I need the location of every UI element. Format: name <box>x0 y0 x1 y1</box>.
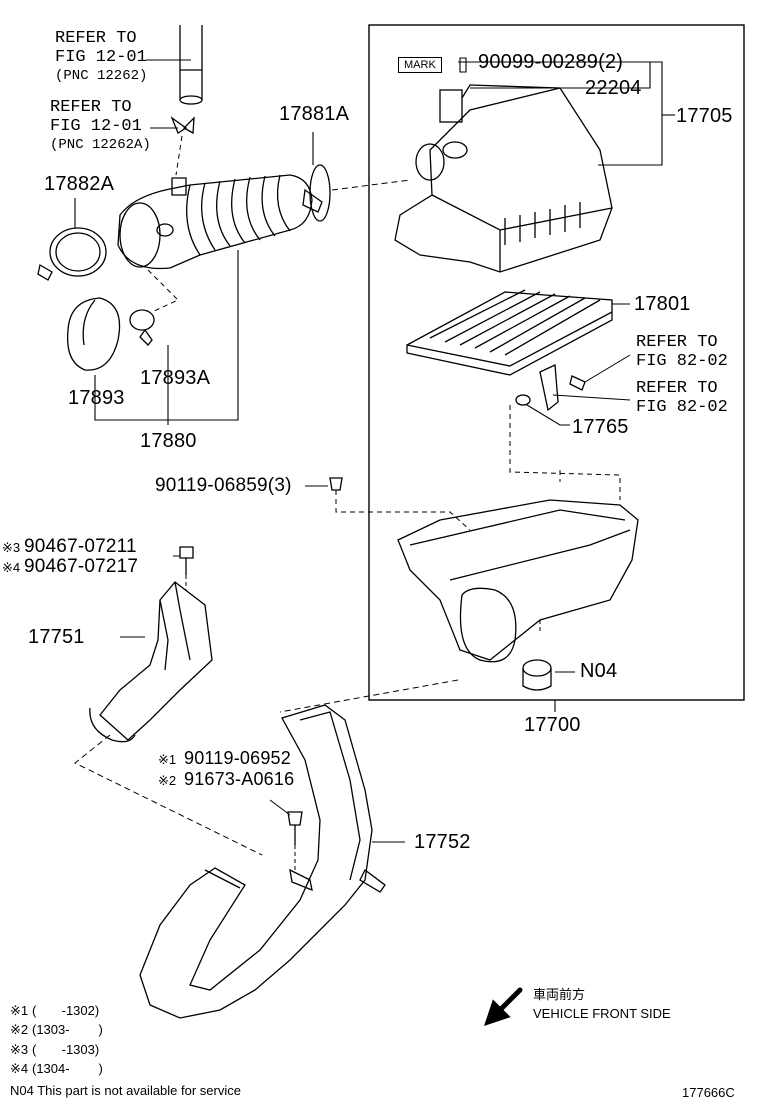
direction-jp: 車両前方 <box>533 987 586 1002</box>
part-90467-07211: 90467-07211 <box>24 536 137 557</box>
ref-label-2-line2: FIG 12-01 <box>50 117 142 136</box>
part-90119-06952: 90119-06952 <box>184 748 291 768</box>
part-N04: N04 <box>580 660 618 682</box>
ref-label-1-line3: (PNC 12262) <box>55 68 148 84</box>
ref-label-4-line2: FIG 82-02 <box>636 398 728 417</box>
part-90467-07217: 90467-07217 <box>24 556 139 577</box>
air-cleaner-cap-drawing <box>394 84 613 273</box>
ref-label-2-line1: REFER TO <box>50 98 132 117</box>
figure-id: 177666C <box>682 1085 735 1100</box>
part-17880: 17880 <box>140 430 197 452</box>
direction-en: VEHICLE FRONT SIDE <box>533 1006 671 1021</box>
assembly-box-17700 <box>368 24 745 701</box>
marker-2: ※2 <box>158 773 177 788</box>
leader-lines-left <box>74 132 314 425</box>
part-17893-drawing <box>66 297 121 371</box>
part-17893A: 17893A <box>140 367 211 389</box>
part-17700: 17700 <box>524 714 581 736</box>
bolt-90119-06859-drawing <box>305 477 471 531</box>
intake-hose-drawing <box>117 174 323 270</box>
note-1-mark: ※1 <box>10 1003 29 1018</box>
part-17801: 17801 <box>634 293 691 315</box>
note-3-mark: ※3 <box>10 1042 29 1057</box>
ref-label-3-line2: FIG 82-02 <box>636 352 728 371</box>
bracket-17705 <box>458 57 675 166</box>
note-4-mark: ※4 <box>10 1061 29 1076</box>
front-arrow-icon <box>484 987 523 1026</box>
grommet-n04-drawing <box>522 659 575 691</box>
note-4-text: (1304- ) <box>32 1061 103 1076</box>
part-91673-A0616: 91673-A0616 <box>184 769 295 789</box>
ref-label-1-line1: REFER TO <box>55 29 137 48</box>
ref-label-2-line3: (PNC 12262A) <box>50 137 151 153</box>
part-17751: 17751 <box>28 626 85 648</box>
bolt-90119-06952-drawing <box>269 799 303 870</box>
air-filter-drawing <box>406 289 630 376</box>
note-2-mark: ※2 <box>10 1022 29 1037</box>
part-17882A: 17882A <box>44 173 115 195</box>
bolt-90467-drawing <box>173 546 194 590</box>
gasket-drawing <box>309 164 411 222</box>
part-22204: 22204 <box>585 77 642 99</box>
ref-label-4-line1: REFER TO <box>636 379 718 398</box>
part-17752: 17752 <box>414 831 471 853</box>
part-90119-06859: 90119-06859(3) <box>155 475 292 496</box>
n04-service-note: N04 This part is not available for servi… <box>10 1083 241 1098</box>
duct-17751-drawing <box>74 581 263 856</box>
air-cleaner-case-drawing <box>397 499 639 663</box>
note-3-text: ( -1303) <box>32 1042 100 1057</box>
mark-label: MARK <box>398 57 442 73</box>
part-17893: 17893 <box>68 387 125 409</box>
note-1-text: ( -1302) <box>32 1003 100 1018</box>
part-17765: 17765 <box>572 416 629 438</box>
bracket-17765-drawing <box>509 354 631 500</box>
marker-3: ※3 <box>2 540 21 555</box>
ref-label-1-line2: FIG 12-01 <box>55 48 147 67</box>
ref-label-3-line1: REFER TO <box>636 333 718 352</box>
clamp-17882A-drawing <box>37 227 107 281</box>
part-90099-00289: 90099-00289(2) <box>478 51 624 73</box>
clamp-17893A-drawing <box>129 269 179 346</box>
note-2-text: (1303- ) <box>32 1022 103 1037</box>
part-17881A: 17881A <box>279 103 350 125</box>
part-17705: 17705 <box>676 105 733 127</box>
duct-17752-drawing <box>139 704 405 1019</box>
marker-1: ※1 <box>158 752 177 767</box>
clip-drawing <box>150 116 195 176</box>
hose-upper-drawing <box>146 25 203 105</box>
dashed-link-17752 <box>279 679 459 713</box>
marker-4: ※4 <box>2 560 21 575</box>
